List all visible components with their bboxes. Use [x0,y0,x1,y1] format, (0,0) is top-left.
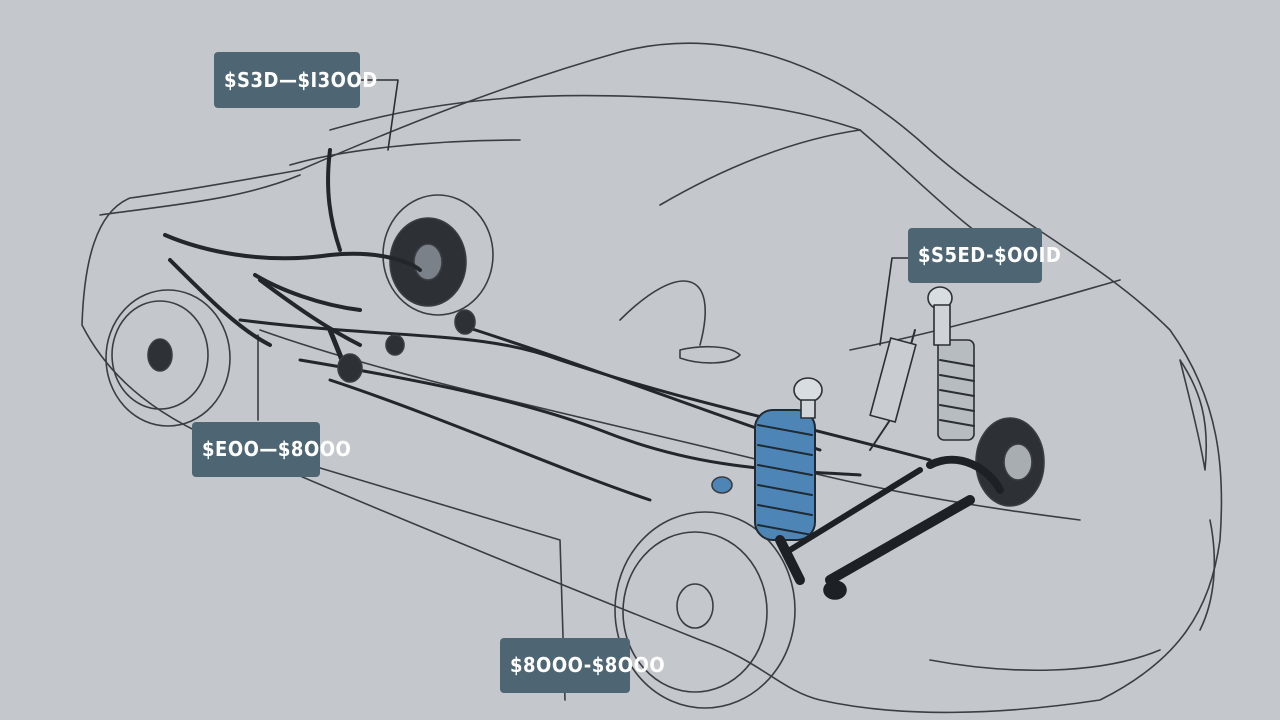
window-line [659,129,861,206]
rear-left-wheel [105,289,231,427]
front-control-arm [775,455,1004,600]
price-label-top-left: $S3D—$I3OOD [214,52,377,108]
roof-line [329,94,861,131]
front-coil-spring [711,377,823,541]
front-bumper [1179,359,1208,471]
hood-line [849,279,1121,351]
rear-window [289,139,521,166]
inner-body-line [259,329,1081,521]
price-label-left: $EOO—$8OOO [192,422,351,477]
front-right-hub [975,417,1045,507]
front-grille [1199,519,1216,631]
car-body-outline [81,42,1223,714]
rear-right-wheel [382,194,494,316]
rear-suspension-frame [163,148,422,347]
price-label-right: $S5ED-$OOID [908,228,1061,283]
body-crease [929,649,1161,672]
front-strut [869,286,975,451]
main-frame-rail [238,318,932,502]
front-left-wheel [614,511,796,709]
rear-shock-absorber [327,309,476,383]
door-handle [679,345,741,364]
rear-trunk [99,174,301,216]
price-label-bottom: $8OOO-$8OOO [500,638,665,693]
door-curve [619,280,706,346]
leader-lines [359,79,909,346]
